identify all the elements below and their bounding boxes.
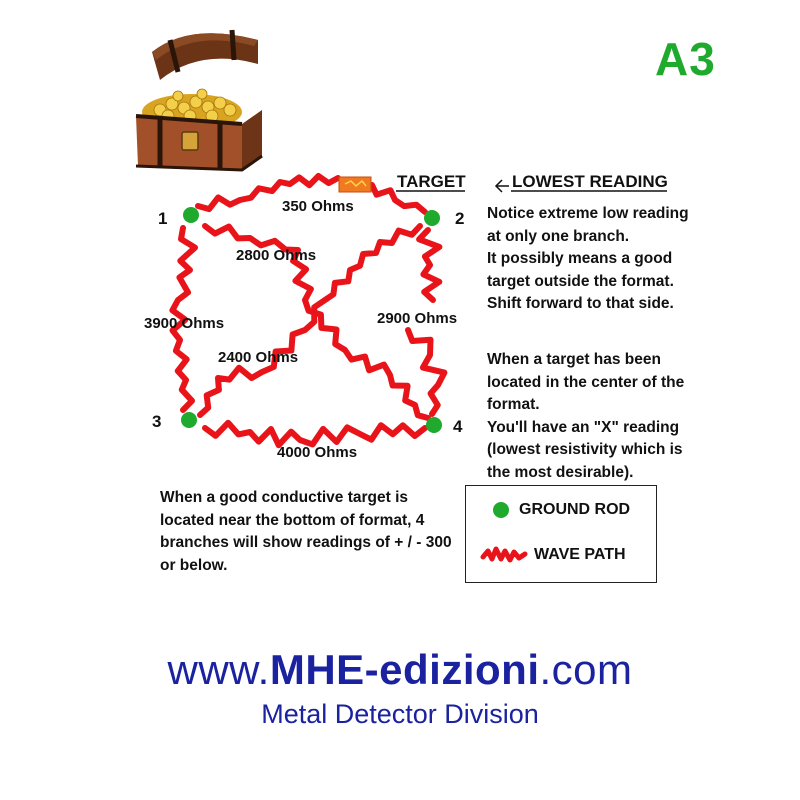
note-line: When a target has been	[487, 351, 661, 368]
node-label-2: 2	[455, 209, 464, 228]
reading-3-4: 4000 Ohms	[277, 444, 357, 461]
ground-rod-1	[183, 207, 199, 223]
target-heading: TARGET	[397, 172, 466, 191]
note-line: target outside the format.	[487, 272, 674, 290]
node-label-4: 4	[453, 417, 463, 436]
section-code-badge: A3	[655, 33, 716, 85]
note-line: the most desirable).	[487, 463, 634, 481]
wave-path-2-4-upper	[416, 227, 443, 303]
note-line: Shift forward to that side.	[487, 295, 674, 312]
note-line: format.	[487, 396, 540, 413]
reading-2-4: 2900 Ohms	[377, 310, 457, 327]
ground-rod-3	[181, 412, 197, 428]
note-line: It possibly means a good	[487, 250, 673, 267]
note-lowest-reading: Notice extreme low reading at only one b…	[487, 203, 689, 316]
arrow-left-icon	[494, 179, 509, 193]
wave-path-3-2	[197, 223, 423, 418]
note-line: located near the bottom of format, 4	[160, 511, 425, 529]
wave-path-1-4	[202, 223, 431, 421]
website-url[interactable]: www.MHE-edizioni.com	[0, 646, 800, 694]
division-name: Metal Detector Division	[261, 699, 539, 729]
legend-item-wave-path: WAVE PATH	[466, 542, 626, 568]
wave-path-3-4	[202, 419, 428, 449]
note-line: located in the center of the	[487, 373, 685, 391]
legend-label-wave-path: WAVE PATH	[534, 546, 626, 563]
site-brand: MHE-edizioni	[269, 646, 540, 693]
node-label-3: 3	[152, 412, 161, 431]
site-prefix: www.	[167, 646, 270, 693]
legend-item-ground-rod: GROUND ROD	[466, 501, 630, 519]
wave-path-icon	[480, 546, 528, 563]
site-suffix: .com	[539, 646, 633, 693]
wave-path-1-3	[169, 225, 198, 413]
note-center-target: When a target has been located in the ce…	[487, 349, 684, 484]
ground-rod-4	[426, 417, 442, 433]
reading-3-2: 2400 Ohms	[218, 349, 298, 366]
legend-box: GROUND ROD WAVE PATH	[465, 485, 657, 583]
legend-label-ground-rod: GROUND ROD	[519, 501, 631, 518]
note-line: or below.	[160, 556, 228, 574]
ground-rod-icon	[493, 502, 509, 518]
note-line: You'll have an "X" reading	[487, 418, 680, 436]
note-bottom-target: When a good conductive target is located…	[160, 487, 452, 577]
reading-1-4: 2800 Ohms	[236, 247, 316, 264]
note-line: at only one branch.	[487, 227, 630, 245]
treasure-chest-image	[135, 29, 263, 172]
reading-1-3: 3900 Ohms	[144, 315, 224, 332]
note-line: branches will show readings of + / - 300	[160, 534, 452, 551]
lowest-reading-heading: LOWEST READING	[512, 172, 668, 191]
note-line: Notice extreme low reading	[487, 205, 689, 222]
node-label-1: 1	[158, 209, 167, 228]
note-line: (lowest resistivity which is	[487, 441, 683, 458]
ground-rod-2	[424, 210, 440, 226]
note-line: When a good conductive target is	[160, 489, 409, 506]
wave-path-2-4-lower	[405, 327, 448, 417]
reading-1-2: 350 Ohms	[282, 198, 354, 215]
wave-path-1-2-right	[369, 182, 428, 215]
wave-path-1-2-left	[195, 173, 341, 213]
